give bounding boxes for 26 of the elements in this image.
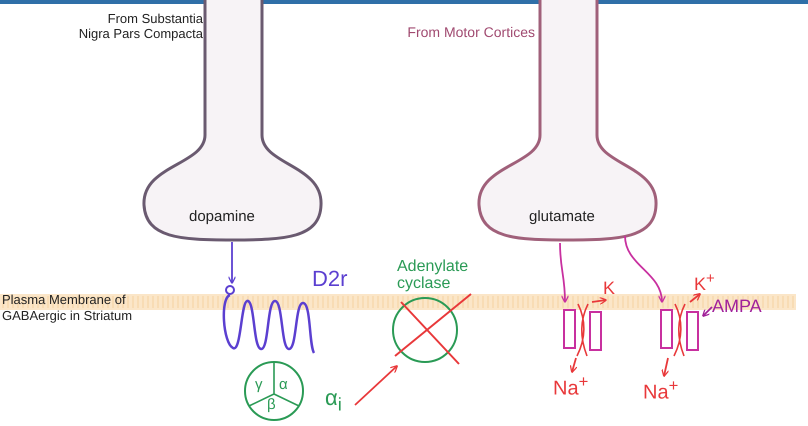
arrow (624, 236, 666, 304)
arrow (570, 358, 578, 374)
source-label: From Substantia Nigra Pars Compacta (78, 12, 203, 42)
arrow (702, 306, 713, 318)
arrow (661, 358, 670, 378)
enzyme-label: Adenylate cyclase (397, 258, 470, 292)
arrow (354, 364, 398, 406)
ion-label: K (603, 278, 621, 300)
neurotransmitter-label: dopamine (189, 208, 255, 225)
arrow (559, 242, 570, 304)
g-protein-circle (243, 360, 305, 422)
subunit-label: α$_{i}$ (325, 385, 355, 417)
receptor-label: AMPA (712, 296, 774, 320)
arrow (228, 242, 236, 284)
neurotransmitter-label: glutamate (529, 208, 595, 225)
arrow (592, 296, 608, 305)
ion-label: Na$^{+}$ (553, 372, 593, 400)
subunit-label: β (267, 396, 276, 413)
source-label: From Motor Cortices (406, 24, 535, 40)
arrow (689, 292, 702, 303)
ion-label: Na$^{+}$ (643, 376, 683, 404)
receptor-label: D2r (312, 266, 348, 292)
ion-label: K$^{+}$ (694, 270, 722, 294)
subunit-label: γ (255, 376, 262, 393)
subunit-label: α (279, 376, 288, 393)
membrane-label: Plasma Membrane of GABAergic in Striatum (2, 292, 134, 324)
